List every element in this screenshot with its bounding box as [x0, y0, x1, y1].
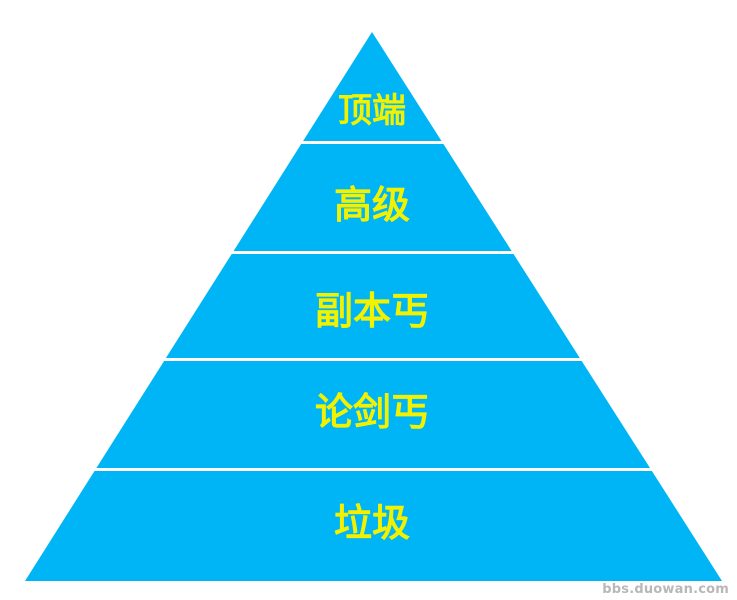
- pyramid-tier-1-shape: [303, 32, 442, 141]
- pyramid-tier-2-label: 高级: [334, 183, 410, 227]
- pyramid-tier-4-shape: [96, 361, 650, 468]
- pyramid-tier-3-shape: [165, 254, 580, 358]
- site-watermark: bbs.duowan.com: [602, 582, 729, 597]
- pyramid-tier-3-label: 副本丐: [315, 289, 429, 333]
- pyramid-tier-1-label: 顶端: [338, 91, 406, 131]
- pyramid-tier-2-shape: [233, 144, 512, 251]
- pyramid-tier-5-label: 垃圾: [334, 501, 410, 545]
- pyramid-tier-4-label: 论剑丐: [315, 390, 429, 434]
- pyramid-tier-5-shape: [25, 471, 722, 581]
